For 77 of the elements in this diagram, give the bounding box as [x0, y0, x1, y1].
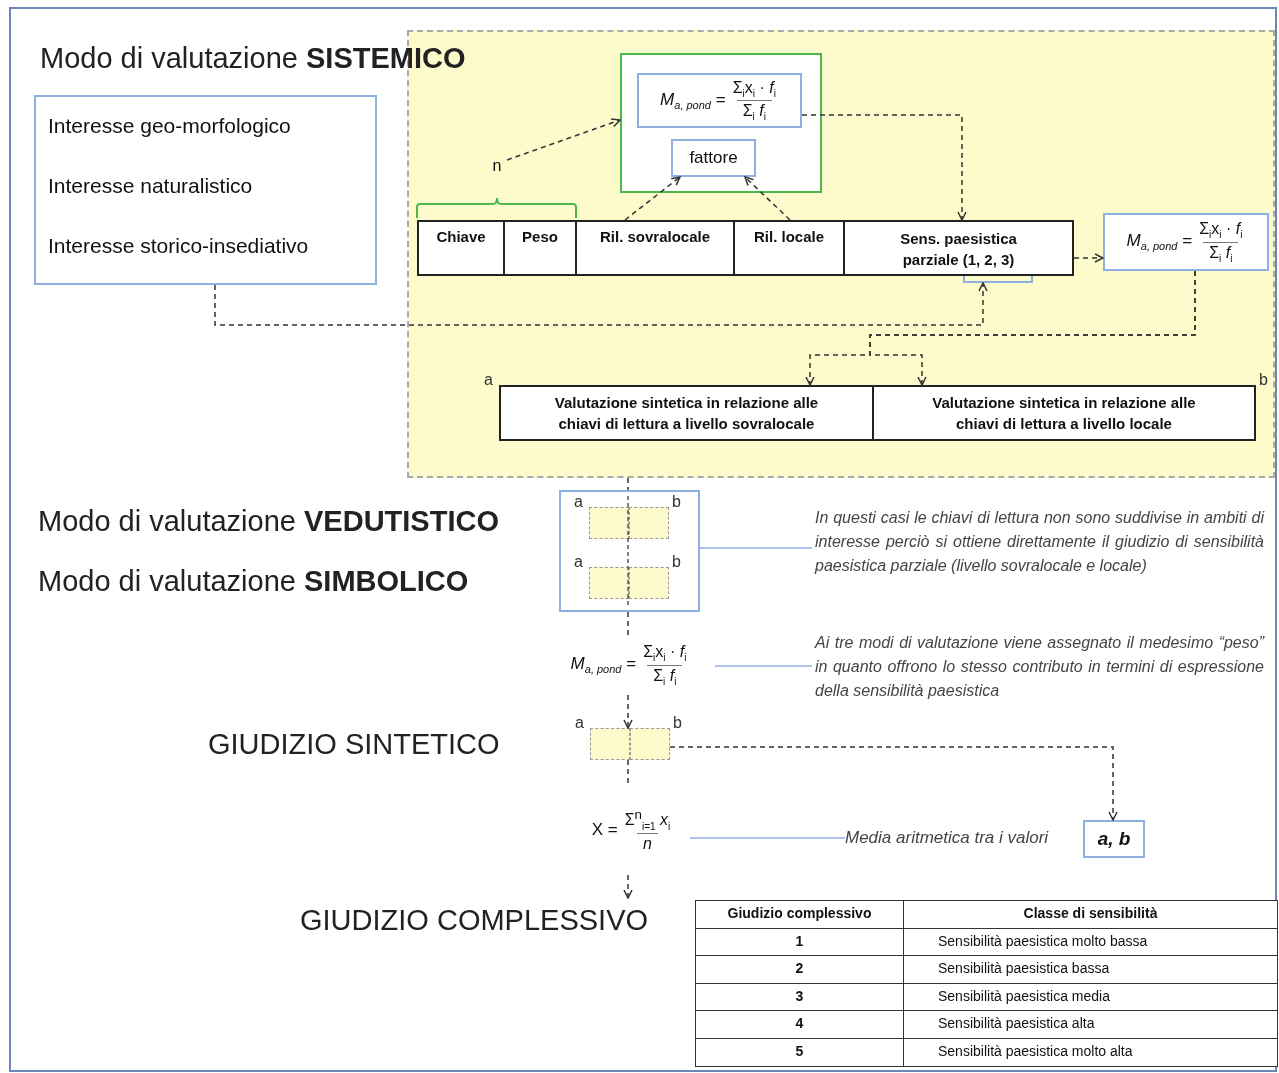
- note-text: In questi casi le chiavi di lettura non sono suddivise in ambiti di interesse perciò si ottiene direttamente il giudizio di sensibilità paesistica parziale (livello sovralocale e locale): [812, 506, 1264, 606]
- side-letter: b: [672, 553, 681, 571]
- table-value: 2: [695, 955, 904, 984]
- text-panel: [34, 95, 377, 285]
- group-frame: [559, 490, 700, 612]
- dashed-arrow: [506, 118, 621, 161]
- section-heading: Modo di valutazione SISTEMICO: [40, 42, 466, 75]
- dashed-line: [627, 477, 629, 491]
- placeholder-box: [589, 567, 629, 599]
- table-header: Classe di sensibilità: [903, 900, 1278, 929]
- formula-denominator: Σ$_{i}$ f$_{i}$: [647, 664, 683, 687]
- section-heading: GIUDIZIO SINTETICO: [208, 728, 500, 761]
- side-letter: b: [673, 714, 682, 732]
- formula-text: X =: [591, 820, 618, 840]
- dashed-arrow: [214, 282, 988, 326]
- dashed-arrow: [744, 176, 791, 221]
- formula-denominator: n: [637, 832, 658, 853]
- placeholder-box: [629, 567, 669, 599]
- dashed-arrow: [669, 746, 1118, 821]
- group-frame: [620, 53, 822, 193]
- formula-box: [637, 73, 802, 128]
- dashed-arrow: [624, 176, 681, 221]
- dashed-arrow: [801, 114, 967, 221]
- list-item: Interesse geo-morfologico: [48, 113, 292, 139]
- table-header: Ril. sovralocale: [575, 220, 735, 276]
- side-letter: b: [672, 493, 681, 511]
- table-value: 4: [695, 1010, 904, 1039]
- process-box: Valutazione sintetica in relazione alle chiavi di lettura a livello sovralocale: [499, 385, 874, 441]
- side-letter: a: [575, 714, 584, 732]
- side-letter: a: [574, 493, 583, 511]
- dashed-arrow: [623, 694, 633, 729]
- formula-numerator: Σ$^{n}$$_{i=1}$ x$_{i}$: [623, 807, 672, 833]
- table-header: Ril. locale: [733, 220, 845, 276]
- factor-box: fattore: [671, 139, 756, 177]
- dashed-arrow: [1073, 253, 1104, 263]
- value-box: a, b: [1083, 820, 1145, 858]
- section-heading: Modo di valutazione VEDUTISTICO: [38, 505, 499, 538]
- table-value: 5: [695, 1037, 904, 1067]
- dashed-arrow: [623, 874, 633, 899]
- formula-text: M$_{a, pond}$ =: [570, 654, 637, 676]
- table-header: Sens. paesistica parziale (1, 2, 3): [843, 220, 1074, 276]
- section-heading: GIUDIZIO COMPLESSIVO: [300, 898, 688, 942]
- list-item: Interesse storico-insediativo: [48, 233, 310, 259]
- table-text: Sensibilità paesistica bassa: [903, 955, 1278, 984]
- count-label: n: [487, 155, 507, 177]
- placeholder-box: [589, 507, 629, 539]
- connector-line: [689, 837, 846, 839]
- formula-denominator: Σ$_{i}$ f$_{i}$: [1203, 241, 1239, 264]
- dashed-arrow: [869, 270, 1196, 386]
- small-bracket-box: [963, 276, 1033, 283]
- placeholder-box: [630, 728, 670, 760]
- formula-numerator: Σ$_{i}$x$_{i}$ · f$_{i}$: [731, 78, 777, 100]
- list-item: Interesse naturalistico: [48, 173, 254, 199]
- connector-line: [699, 547, 813, 549]
- formula-numerator: Σ$_{i}$x$_{i}$ · f$_{i}$: [642, 643, 688, 665]
- side-letter: a: [484, 371, 493, 389]
- process-box: Valutazione sintetica in relazione alle chiavi di lettura a livello locale: [872, 385, 1256, 441]
- table-header: Peso: [503, 220, 577, 276]
- connector-line: [714, 665, 813, 667]
- formula-text: M$_{a, pond}$ =: [660, 89, 726, 112]
- formula-text: M$_{a, pond}$ =: [1126, 231, 1193, 253]
- note-text: Ai tre modi di valutazione viene assegnato il medesimo “peso” in quanto offrono lo stesso contributo in termini di espressione della sensibilità paesistica: [812, 631, 1264, 731]
- formula-numerator: Σ$_{i}$x$_{i}$ · f$_{i}$: [1198, 220, 1244, 242]
- side-letter: a: [574, 553, 583, 571]
- note-text: Media aritmetica tra i valori: [845, 828, 1049, 848]
- placeholder-box: [629, 507, 669, 539]
- placeholder-box: [590, 728, 630, 760]
- dashed-line: [627, 759, 629, 786]
- formula-box: [1103, 213, 1269, 271]
- table-text: Sensibilità paesistica molto alta: [903, 1037, 1278, 1067]
- side-letter: b: [1259, 371, 1268, 389]
- section-heading: Modo di valutazione SIMBOLICO: [38, 565, 469, 598]
- dashed-line: [627, 611, 629, 636]
- table-text: Sensibilità paesistica alta: [903, 1010, 1278, 1039]
- table-header: Giudizio complessivo: [695, 900, 904, 929]
- formula-denominator: Σ$_{i}$ f$_{i}$: [736, 100, 772, 123]
- table-header: Chiave: [417, 220, 505, 276]
